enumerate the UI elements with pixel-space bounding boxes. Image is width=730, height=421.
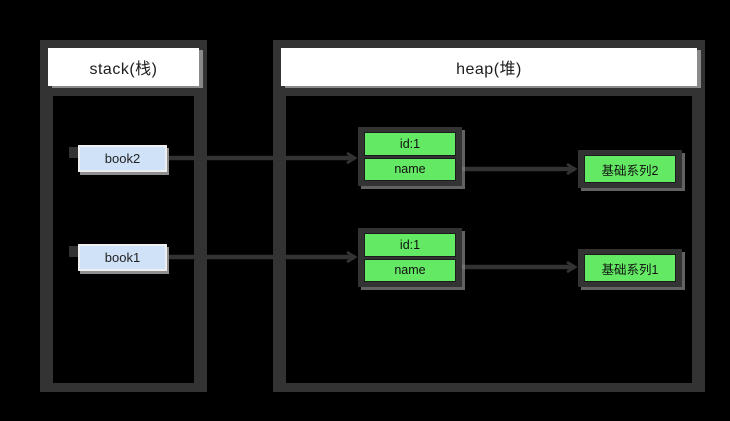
- stack-title: stack(栈): [89, 61, 158, 78]
- heap-container: heap(堆): [273, 40, 705, 392]
- heap-content-panel: [286, 96, 692, 383]
- value-label: 基础系列2: [601, 163, 659, 178]
- heap-header: heap(堆): [281, 48, 697, 86]
- field-label: name: [394, 162, 426, 177]
- field-label: id:1: [399, 136, 421, 151]
- stack-variable-label: book2: [104, 151, 141, 166]
- heap-value-series1-cell: 基础系列1: [584, 254, 676, 282]
- heap-object-1-field-name: name: [364, 157, 456, 181]
- heap-value-series1: 基础系列1: [578, 249, 682, 287]
- book1-left-connector: [69, 246, 78, 257]
- field-label: name: [394, 263, 426, 278]
- heap-object-1: id:1 name: [358, 127, 462, 186]
- field-label: id:1: [399, 237, 421, 252]
- book2-left-connector: [69, 147, 78, 158]
- stack-variable-book1: book1: [78, 244, 167, 271]
- stack-header: stack(栈): [48, 48, 199, 86]
- heap-value-series2-cell: 基础系列2: [584, 155, 676, 183]
- stack-container: stack(栈): [40, 40, 207, 392]
- stack-content-panel: [53, 96, 194, 383]
- heap-object-2-field-name: name: [364, 258, 456, 282]
- stack-variable-book2: book2: [78, 145, 167, 172]
- heap-value-series2: 基础系列2: [578, 150, 682, 188]
- value-label: 基础系列1: [601, 262, 659, 277]
- heap-object-2: id:1 name: [358, 228, 462, 287]
- heap-title: heap(堆): [456, 61, 522, 78]
- stack-variable-label: book1: [104, 250, 141, 265]
- heap-object-1-field-id: id:1: [364, 132, 456, 156]
- heap-object-2-field-id: id:1: [364, 233, 456, 257]
